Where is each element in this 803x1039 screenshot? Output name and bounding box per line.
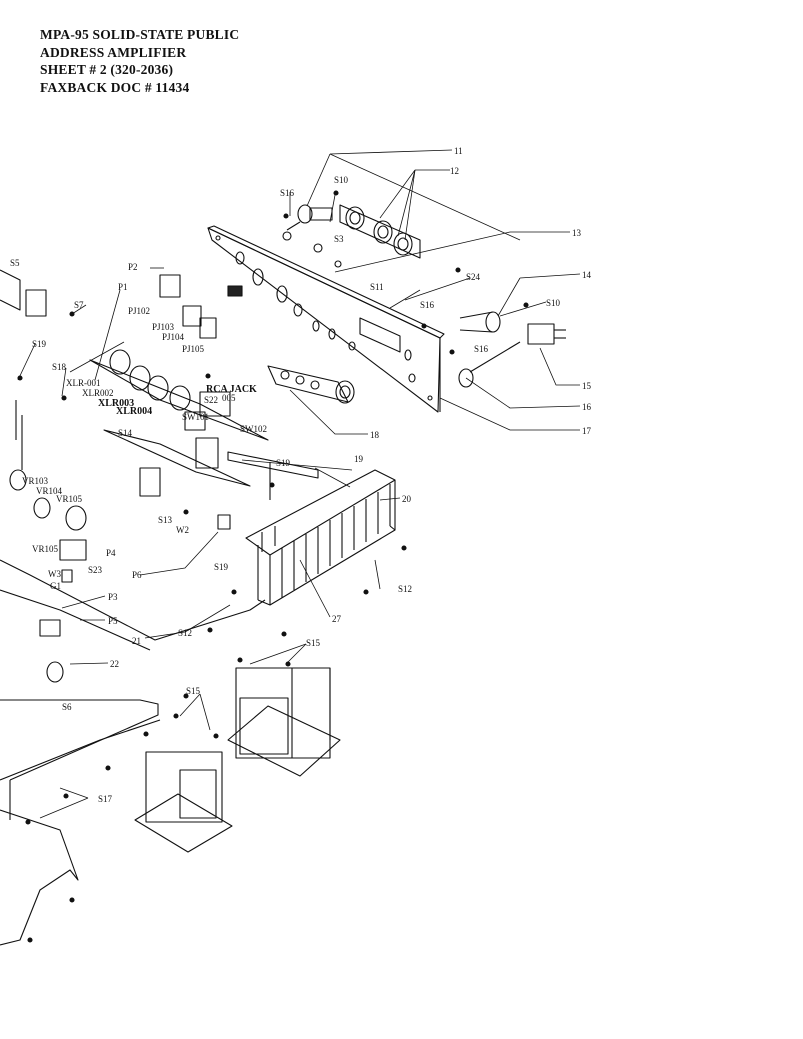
leader-lines — [17, 149, 581, 819]
callout-W2: W2 — [176, 525, 189, 535]
screws — [17, 190, 529, 943]
callout-S5: S5 — [10, 258, 20, 268]
callout-S18: S18 — [52, 362, 67, 372]
callout-16: 16 — [582, 402, 592, 412]
callout-S17: S17 — [98, 794, 113, 804]
callout-SW102: SW102 — [240, 424, 267, 434]
header-line-model: MPA-95 SOLID-STATE PUBLIC — [40, 27, 240, 42]
callout-PJ102: PJ102 — [128, 306, 150, 316]
callout-S3: S3 — [334, 234, 344, 244]
callout-12: 12 — [450, 166, 459, 176]
callout-S24: S24 — [466, 272, 481, 282]
power-cord-assembly — [458, 311, 566, 388]
rca-strip-18 — [267, 365, 355, 404]
callout-S7: S7 — [74, 300, 84, 310]
callout-PJ103: PJ103 — [152, 322, 175, 332]
callout-S13: S13 — [158, 515, 173, 525]
document-header: MPA-95 SOLID-STATE PUBLIC ADDRESS AMPLIF… — [40, 26, 239, 96]
callout-RCA-005: 005 — [222, 393, 236, 403]
jacks-12 — [339, 204, 421, 259]
callout-15: 15 — [582, 381, 592, 391]
callout-P2: P2 — [128, 262, 138, 272]
callout-S16-mid: S16 — [420, 300, 435, 310]
callout-XLR004: XLR004 — [116, 406, 152, 417]
fuse-holder-11 — [282, 204, 342, 268]
callout-27: 27 — [332, 614, 342, 624]
callout-13: 13 — [572, 228, 582, 238]
callout-P6: P6 — [132, 570, 142, 580]
callout-VR105-upper: VR105 — [56, 494, 83, 504]
callout-S23: S23 — [88, 565, 103, 575]
callout-SW101: SW101 — [182, 412, 209, 422]
callout-P3: P3 — [108, 592, 118, 602]
callout-S12-right: S12 — [398, 584, 412, 594]
callout-VR105-lower: VR105 — [32, 544, 59, 554]
callout-21: 21 — [132, 636, 141, 646]
callout-22: 22 — [110, 659, 119, 669]
callout-PJ105: PJ105 — [182, 344, 205, 354]
bracket-19 — [227, 451, 319, 500]
callout-11: 11 — [454, 146, 463, 156]
callout-S16-right: S16 — [474, 344, 489, 354]
callout-S22: S22 — [204, 395, 218, 405]
callout-labels: 11 12 13 14 15 16 17 18 19 20 21 22 27 S… — [10, 146, 592, 804]
callout-G1: G1 — [50, 581, 61, 591]
callout-17: 17 — [582, 426, 592, 436]
callout-S6: S6 — [62, 702, 72, 712]
callout-P4: P4 — [106, 548, 116, 558]
callout-RCA-jack: RCA JACK — [206, 384, 257, 395]
transformer-right — [227, 667, 341, 777]
callout-S19-left: S19 — [32, 339, 47, 349]
callout-S19-bottom: S19 — [214, 562, 229, 572]
callout-S15-top: S15 — [306, 638, 321, 648]
callout-14: 14 — [582, 270, 592, 280]
rear-panel-13 — [207, 225, 445, 413]
regulator-board — [103, 429, 251, 530]
heatsink-20 — [245, 469, 396, 606]
callout-P1: P1 — [118, 282, 128, 292]
input-board — [89, 274, 269, 441]
callout-S19-top: S19 — [276, 458, 291, 468]
left-control-pots — [9, 469, 87, 683]
header-line-faxback: FAXBACK DOC # 11434 — [40, 79, 190, 95]
callout-VR104: VR104 — [36, 486, 63, 496]
callout-S15-bottom: S15 — [186, 686, 201, 696]
callout-XLR003: XLR003 — [98, 398, 134, 409]
chassis-base — [0, 269, 266, 946]
header-line-sheet: SHEET # 2 (320-2036) — [40, 62, 174, 77]
callout-XLR002: XLR002 — [82, 388, 114, 398]
header-line-product: ADDRESS AMPLIFIER — [40, 44, 187, 60]
callout-VR103: VR103 — [22, 476, 49, 486]
callout-S11: S11 — [370, 282, 384, 292]
callout-P5: P5 — [108, 616, 118, 626]
callout-PJ104: PJ104 — [162, 332, 185, 342]
callout-S10-top: S10 — [334, 175, 349, 185]
callout-S10-right: S10 — [546, 298, 561, 308]
callout-20: 20 — [402, 494, 412, 504]
callout-W3: W3 — [48, 569, 61, 579]
callout-19: 19 — [354, 454, 364, 464]
callout-XLR001: XLR-001 — [66, 378, 101, 388]
callout-18: 18 — [370, 430, 380, 440]
callout-S16-top: S16 — [280, 188, 295, 198]
transformer-left — [134, 751, 233, 853]
callout-S14: S14 — [118, 428, 133, 438]
callout-S12-left: S12 — [178, 628, 192, 638]
